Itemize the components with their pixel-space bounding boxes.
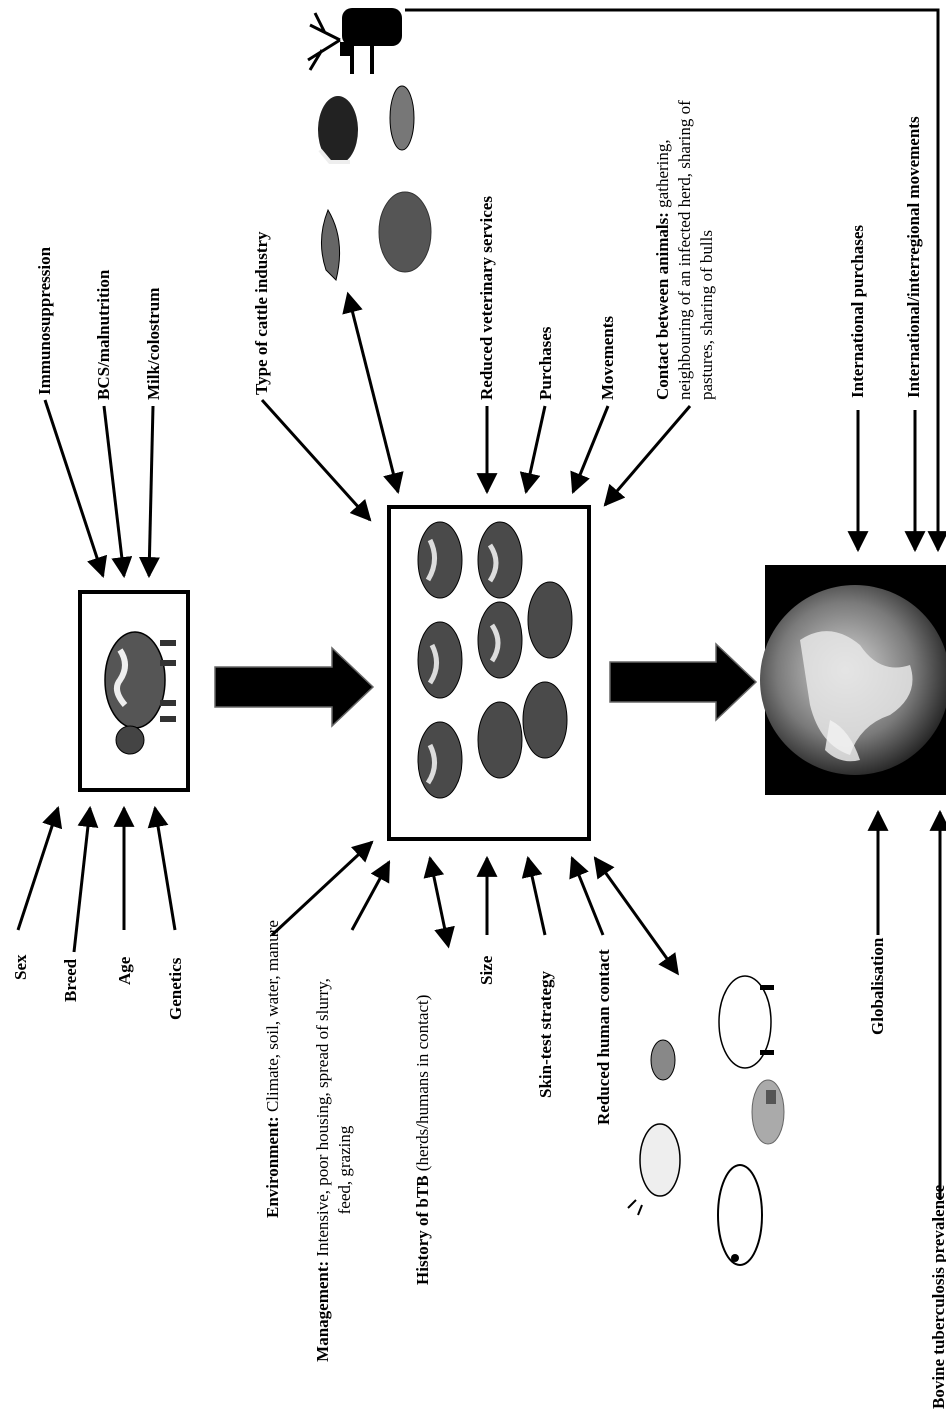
breed-label: Breed bbox=[61, 958, 80, 1002]
contact-label: Contact between animals: gathering, neig… bbox=[652, 100, 718, 400]
vet-services-label: Reduced veterinary services bbox=[477, 196, 496, 400]
environment-label-rest: Climate, soil, water, manure bbox=[263, 920, 282, 1117]
contact-label-line1: gathering, bbox=[653, 139, 672, 213]
purchases-label: Purchases bbox=[536, 326, 555, 400]
history-arrow bbox=[423, 855, 455, 949]
prevalence-label: Bovine tuberculosis prevalence bbox=[929, 1184, 946, 1409]
pig-icon bbox=[717, 1164, 763, 1266]
environment-label: Environment: Climate, soil, water, manur… bbox=[262, 920, 283, 1218]
goat-icon bbox=[627, 1123, 681, 1216]
cow-icon bbox=[104, 631, 176, 755]
bcs-label: BCS/malnutrition bbox=[94, 269, 113, 400]
contact-label-line2: neighbouring of an infected herd, sharin… bbox=[675, 100, 694, 400]
intl-movements-label: International/interregional movements bbox=[904, 116, 923, 398]
contact-label-line3: pastures, sharing of bulls bbox=[697, 230, 716, 400]
breed-arrow bbox=[72, 805, 99, 953]
movements-arrow bbox=[570, 405, 610, 494]
management-arrow bbox=[350, 860, 391, 931]
age-label: Age bbox=[115, 956, 134, 985]
sheep-icon bbox=[718, 975, 774, 1069]
intl-purchases-label: International purchases bbox=[848, 224, 867, 398]
skin-test-arrow bbox=[521, 855, 547, 936]
immunosuppression-arrow bbox=[43, 399, 108, 578]
contact-label-bold: Contact between animals: bbox=[653, 212, 672, 400]
milk-arrow bbox=[138, 405, 160, 579]
human-contact-arrow bbox=[569, 856, 605, 936]
cattle-industry-arrow bbox=[260, 398, 372, 522]
management-label-line2: feed, grazing bbox=[335, 1125, 354, 1215]
genetics-arrow bbox=[147, 805, 177, 931]
purchases-arrow bbox=[519, 405, 547, 495]
globe-box bbox=[760, 565, 946, 795]
contact-arrow bbox=[603, 405, 692, 507]
movements-label: Movements bbox=[598, 315, 617, 400]
history-label-bold: History of bTB bbox=[413, 1175, 432, 1285]
bcs-arrow bbox=[102, 405, 133, 579]
boar-icon bbox=[378, 191, 432, 273]
management-label-line1: Intensive, poor housing, spread of slurr… bbox=[313, 978, 332, 1261]
milk-label: Milk/colostrum bbox=[144, 287, 163, 400]
individual-to-herd-arrow bbox=[214, 646, 375, 728]
fox-icon bbox=[321, 208, 341, 281]
deer-to-globe-connector bbox=[405, 8, 946, 553]
individual-box bbox=[78, 590, 190, 792]
history-label: History of bTB (herds/humans in contact) bbox=[412, 995, 433, 1285]
size-label: Size bbox=[477, 955, 496, 985]
sex-label: Sex bbox=[11, 954, 30, 981]
wildlife-herd-arrow bbox=[342, 291, 404, 495]
environment-arrow bbox=[270, 840, 374, 937]
domestic-animals-arrow bbox=[593, 856, 679, 976]
genetics-label: Genetics bbox=[166, 957, 185, 1020]
environment-label-bold: Environment: bbox=[263, 1116, 282, 1218]
skin-test-label: Skin-test strategy bbox=[536, 970, 555, 1098]
globe-icon bbox=[760, 585, 946, 775]
cattle-industry-label: Type of cattle industry bbox=[252, 231, 271, 395]
camelid-icon bbox=[751, 1079, 785, 1145]
immunosuppression-label: Immunosuppression bbox=[35, 246, 54, 395]
herd-to-global-arrow bbox=[609, 642, 758, 722]
herd-box bbox=[387, 505, 591, 841]
human-contact-label: Reduced human contact bbox=[594, 949, 613, 1125]
badger-icon bbox=[318, 96, 358, 164]
deer-icon bbox=[307, 8, 402, 74]
management-label-bold: Management: bbox=[313, 1260, 332, 1362]
history-label-rest: (herds/humans in contact) bbox=[413, 994, 432, 1176]
sex-arrow bbox=[16, 806, 63, 931]
cattle-herd-icon bbox=[417, 521, 573, 799]
possum-icon bbox=[389, 85, 415, 151]
globalisation-label: Globalisation bbox=[868, 937, 887, 1035]
management-label: Management: Intensive, poor housing, spr… bbox=[312, 935, 356, 1405]
rabbit-icon bbox=[650, 1039, 676, 1081]
